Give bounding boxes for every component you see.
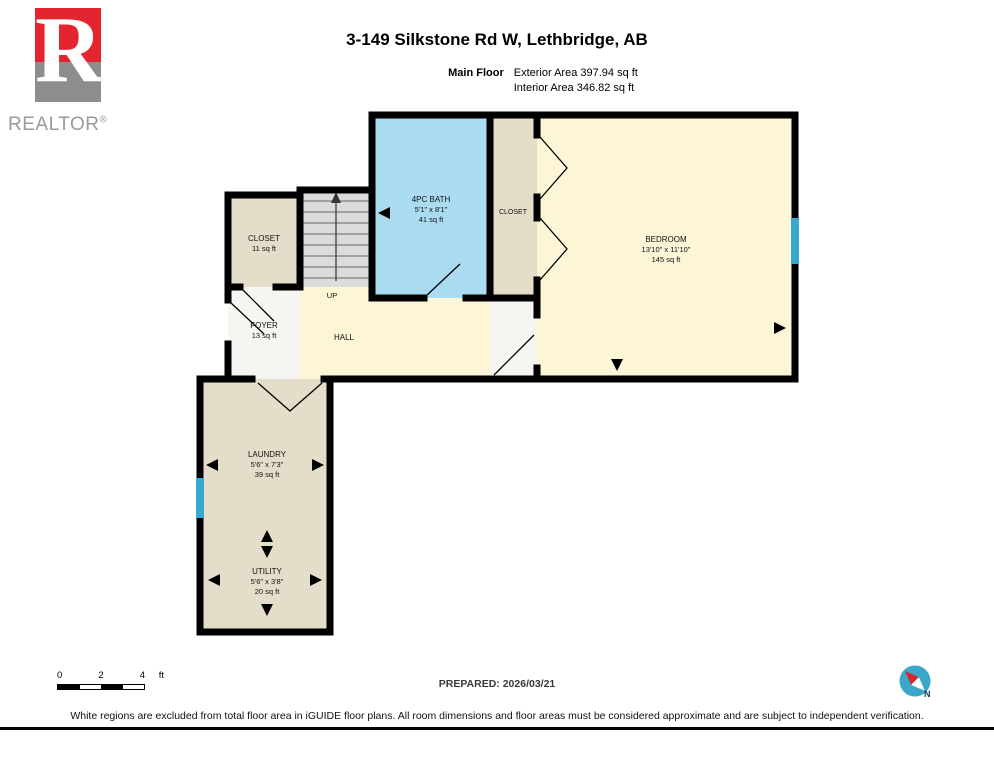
floor-label: Main Floor bbox=[448, 67, 504, 79]
utility-dims: 5'6" x 3'8" bbox=[251, 577, 284, 586]
exterior-area: Exterior Area 397.94 sq ft bbox=[513, 67, 638, 79]
laundry-door-swing bbox=[257, 382, 323, 412]
bedroom-window bbox=[791, 218, 799, 264]
closet-left-name: CLOSET bbox=[248, 234, 280, 243]
scale-segment bbox=[101, 685, 123, 689]
page-title: 3-149 Silkstone Rd W, Lethbridge, AB bbox=[346, 30, 648, 49]
door-swings bbox=[229, 136, 568, 412]
bedroom-closet-bifold-1 bbox=[539, 136, 568, 200]
bath-area: 41 sq ft bbox=[419, 215, 445, 224]
bath-name: 4PC BATH bbox=[412, 195, 451, 204]
scale-tick-2: 2 bbox=[98, 670, 104, 681]
bedroom-dims: 13'10" x 11'10" bbox=[642, 245, 691, 254]
laundry-arrow-left-icon bbox=[206, 459, 218, 471]
realtor-logo-mark: R bbox=[35, 0, 103, 102]
scale-track bbox=[57, 684, 145, 690]
utility-area: 20 sq ft bbox=[255, 587, 281, 596]
mid-arrow-down-icon bbox=[261, 546, 273, 558]
bedroom-area: 145 sq ft bbox=[652, 255, 682, 264]
compass-n-label: N bbox=[924, 689, 931, 699]
scale-bar: 0 2 4 ft bbox=[57, 670, 164, 690]
bedroom-door-leaf bbox=[493, 334, 535, 376]
utility-name: UTILITY bbox=[252, 567, 282, 576]
bath-floor bbox=[372, 115, 490, 298]
bedroom-arrow-down-icon bbox=[611, 359, 623, 371]
closet-mid-floor bbox=[490, 115, 537, 298]
utility-arrow-down-icon bbox=[261, 604, 273, 616]
scale-tick-4: 4 bbox=[139, 670, 145, 681]
bath-dims: 5'1" x 8'1" bbox=[415, 205, 448, 214]
scale-tick-0: 0 bbox=[57, 670, 63, 681]
compass-icon: N bbox=[899, 665, 931, 699]
disclaimer-text: White regions are excluded from total fl… bbox=[70, 710, 924, 722]
scale-numbers: 0 2 4 bbox=[57, 670, 145, 681]
foyer-name: FOYER bbox=[250, 321, 278, 330]
stairs-up-arrow-icon bbox=[331, 192, 341, 281]
scale-segment bbox=[58, 685, 80, 689]
dimension-arrows bbox=[206, 207, 786, 616]
closet-door-leaf bbox=[241, 288, 275, 322]
bedroom-floor bbox=[537, 115, 795, 379]
closet-left-floor bbox=[228, 195, 300, 287]
logo-letter: R bbox=[35, 0, 103, 102]
laundry-window bbox=[196, 478, 204, 518]
bedroom-arrow-right-icon bbox=[774, 322, 786, 334]
realtor-logo: R REALTOR® bbox=[8, 0, 138, 136]
interior-area: Interior Area 346.82 sq ft bbox=[513, 81, 635, 94]
prepared-date: PREPARED: 2026/03/21 bbox=[438, 678, 556, 690]
laundry-area: 39 sq ft bbox=[255, 470, 281, 479]
bedroom-closet-bifold-2 bbox=[539, 217, 568, 281]
mid-arrow-up-icon bbox=[261, 530, 273, 542]
stairs-arrow-head bbox=[331, 192, 341, 203]
logo-red-block bbox=[35, 8, 101, 62]
realtor-logo-text: REALTOR® bbox=[8, 114, 138, 136]
utility-arrow-left-icon bbox=[208, 574, 220, 586]
laundry-name: LAUNDRY bbox=[248, 450, 287, 459]
scale-unit: ft bbox=[158, 670, 164, 681]
closet-mid-name: CLOSET bbox=[499, 209, 528, 216]
vestibule-floor bbox=[490, 298, 537, 379]
compass-needle bbox=[905, 671, 925, 691]
scale-segment bbox=[79, 685, 101, 689]
foyer-floor bbox=[228, 287, 300, 379]
hall-name: HALL bbox=[334, 333, 355, 342]
laundry-utility-floor bbox=[200, 379, 330, 632]
entry-door-leaf bbox=[229, 301, 265, 335]
compass-needle-red bbox=[905, 671, 919, 685]
bedroom-name: BEDROOM bbox=[645, 235, 687, 244]
room-fills bbox=[200, 115, 795, 632]
room-labels: CLOSET 11 sq ft 4PC BATH 5'1" x 8'1" 41 … bbox=[248, 195, 691, 596]
laundry-arrow-right-icon bbox=[312, 459, 324, 471]
floor-summary: Main Floor Exterior Area 397.94 sq ft In… bbox=[92, 66, 994, 96]
foyer-area: 13 sq ft bbox=[252, 331, 278, 340]
bath-arrow-left-icon bbox=[378, 207, 390, 219]
logo-brand: REALTOR bbox=[8, 114, 100, 135]
registered-mark: ® bbox=[99, 114, 108, 126]
scale-segment bbox=[122, 685, 144, 689]
bath-door-leaf bbox=[425, 263, 461, 297]
utility-arrow-right-icon bbox=[310, 574, 322, 586]
logo-gray-block bbox=[35, 62, 101, 102]
windows bbox=[196, 218, 799, 518]
area-lines: Exterior Area 397.94 sq ft Interior Area… bbox=[514, 66, 638, 96]
stairs-up-label: UP bbox=[327, 291, 337, 300]
closet-left-area: 11 sq ft bbox=[252, 244, 277, 253]
compass-needle-white bbox=[911, 677, 925, 691]
laundry-dims: 5'6" x 7'3" bbox=[251, 460, 284, 469]
bottom-rule bbox=[0, 727, 994, 730]
